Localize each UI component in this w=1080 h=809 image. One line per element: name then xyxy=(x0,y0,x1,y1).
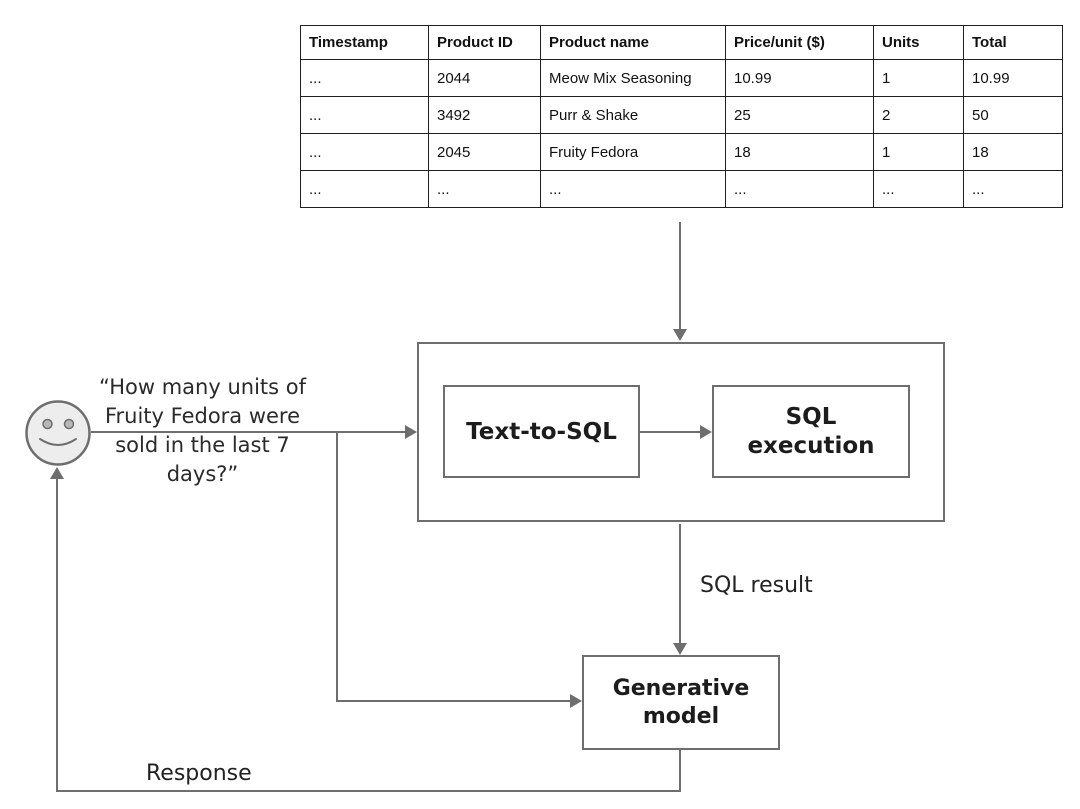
table-cell: 18 xyxy=(963,133,1063,171)
table-cell: 2045 xyxy=(428,133,541,171)
table-cell: ... xyxy=(540,170,726,208)
sql-execution-label-line1: SQL xyxy=(785,403,837,430)
table-cell: ... xyxy=(963,170,1063,208)
arrowhead-down-icon xyxy=(673,329,687,341)
generative-model-box: Generative model xyxy=(582,655,780,750)
table-cell: 2044 xyxy=(428,59,541,97)
branch-question-to-generative-vertical xyxy=(336,431,338,702)
table-cell: 1 xyxy=(873,133,964,171)
arrow-pipeline-to-generative xyxy=(679,524,681,643)
return-path-generative-down xyxy=(679,750,681,792)
return-path-bottom xyxy=(56,790,681,792)
table-cell: 18 xyxy=(725,133,874,171)
text-to-sql-box: Text-to-SQL xyxy=(443,385,640,478)
user-question-line: Fruity Fedora were xyxy=(104,404,301,428)
table-header-cell: Timestamp xyxy=(300,25,429,60)
generative-model-label-line2: model xyxy=(642,703,720,729)
table-cell: ... xyxy=(300,133,429,171)
sales-table: Timestamp Product ID Product name Price/… xyxy=(300,25,1063,208)
arrow-table-to-pipeline xyxy=(679,222,681,329)
arrow-user-to-pipeline xyxy=(91,431,405,433)
table-cell: 2 xyxy=(873,96,964,134)
table-row: ... 2045 Fruity Fedora 18 1 18 xyxy=(300,133,1063,171)
table-header-cell: Product ID xyxy=(428,25,541,60)
table-cell: ... xyxy=(873,170,964,208)
generative-model-label-line1: Generative xyxy=(612,675,750,701)
table-cell: ... xyxy=(725,170,874,208)
return-path-left-up xyxy=(56,479,58,790)
user-question-line: days?” xyxy=(166,462,239,486)
table-header-cell: Price/unit ($) xyxy=(725,25,874,60)
table-cell: 3492 xyxy=(428,96,541,134)
text-to-sql-label: Text-to-SQL xyxy=(466,418,617,445)
table-header-cell: Units xyxy=(873,25,964,60)
table-cell: Fruity Fedora xyxy=(540,133,726,171)
table-cell: 10.99 xyxy=(725,59,874,97)
table-cell: 25 xyxy=(725,96,874,134)
sql-result-label: SQL result xyxy=(700,573,813,598)
table-cell: 10.99 xyxy=(963,59,1063,97)
table-row: ... 2044 Meow Mix Seasoning 10.99 1 10.9… xyxy=(300,59,1063,97)
arrowhead-up-icon xyxy=(50,467,64,479)
table-cell: 50 xyxy=(963,96,1063,134)
user-question-text: “How many units of Fruity Fedora were so… xyxy=(80,373,325,489)
table-row: ... 3492 Purr & Shake 25 2 50 xyxy=(300,96,1063,134)
table-header-row: Timestamp Product ID Product name Price/… xyxy=(300,25,1063,60)
table-header-cell: Product name xyxy=(540,25,726,60)
table-cell: Purr & Shake xyxy=(540,96,726,134)
arrowhead-right-icon xyxy=(405,425,417,439)
table-cell: ... xyxy=(300,96,429,134)
branch-question-to-generative-horizontal xyxy=(336,700,570,702)
response-label: Response xyxy=(146,761,252,786)
arrow-texttosql-to-sqlexecution xyxy=(640,431,700,433)
user-question-line: sold in the last 7 xyxy=(115,433,290,457)
arrowhead-right-icon xyxy=(570,694,582,708)
table-cell: ... xyxy=(300,170,429,208)
sql-execution-label-line2: execution xyxy=(747,432,875,459)
table-cell: Meow Mix Seasoning xyxy=(540,59,726,97)
pipeline-container-box xyxy=(417,342,945,522)
table-cell: 1 xyxy=(873,59,964,97)
table-cell: ... xyxy=(428,170,541,208)
arrowhead-right-icon xyxy=(700,425,712,439)
table-cell: ... xyxy=(300,59,429,97)
user-question-line: “How many units of xyxy=(98,375,306,399)
table-header-cell: Total xyxy=(963,25,1063,60)
sql-execution-box: SQL execution xyxy=(712,385,910,478)
table-row: ... ... ... ... ... ... xyxy=(300,170,1063,208)
arrowhead-down-icon xyxy=(673,643,687,655)
smiley-face-icon xyxy=(25,400,91,466)
